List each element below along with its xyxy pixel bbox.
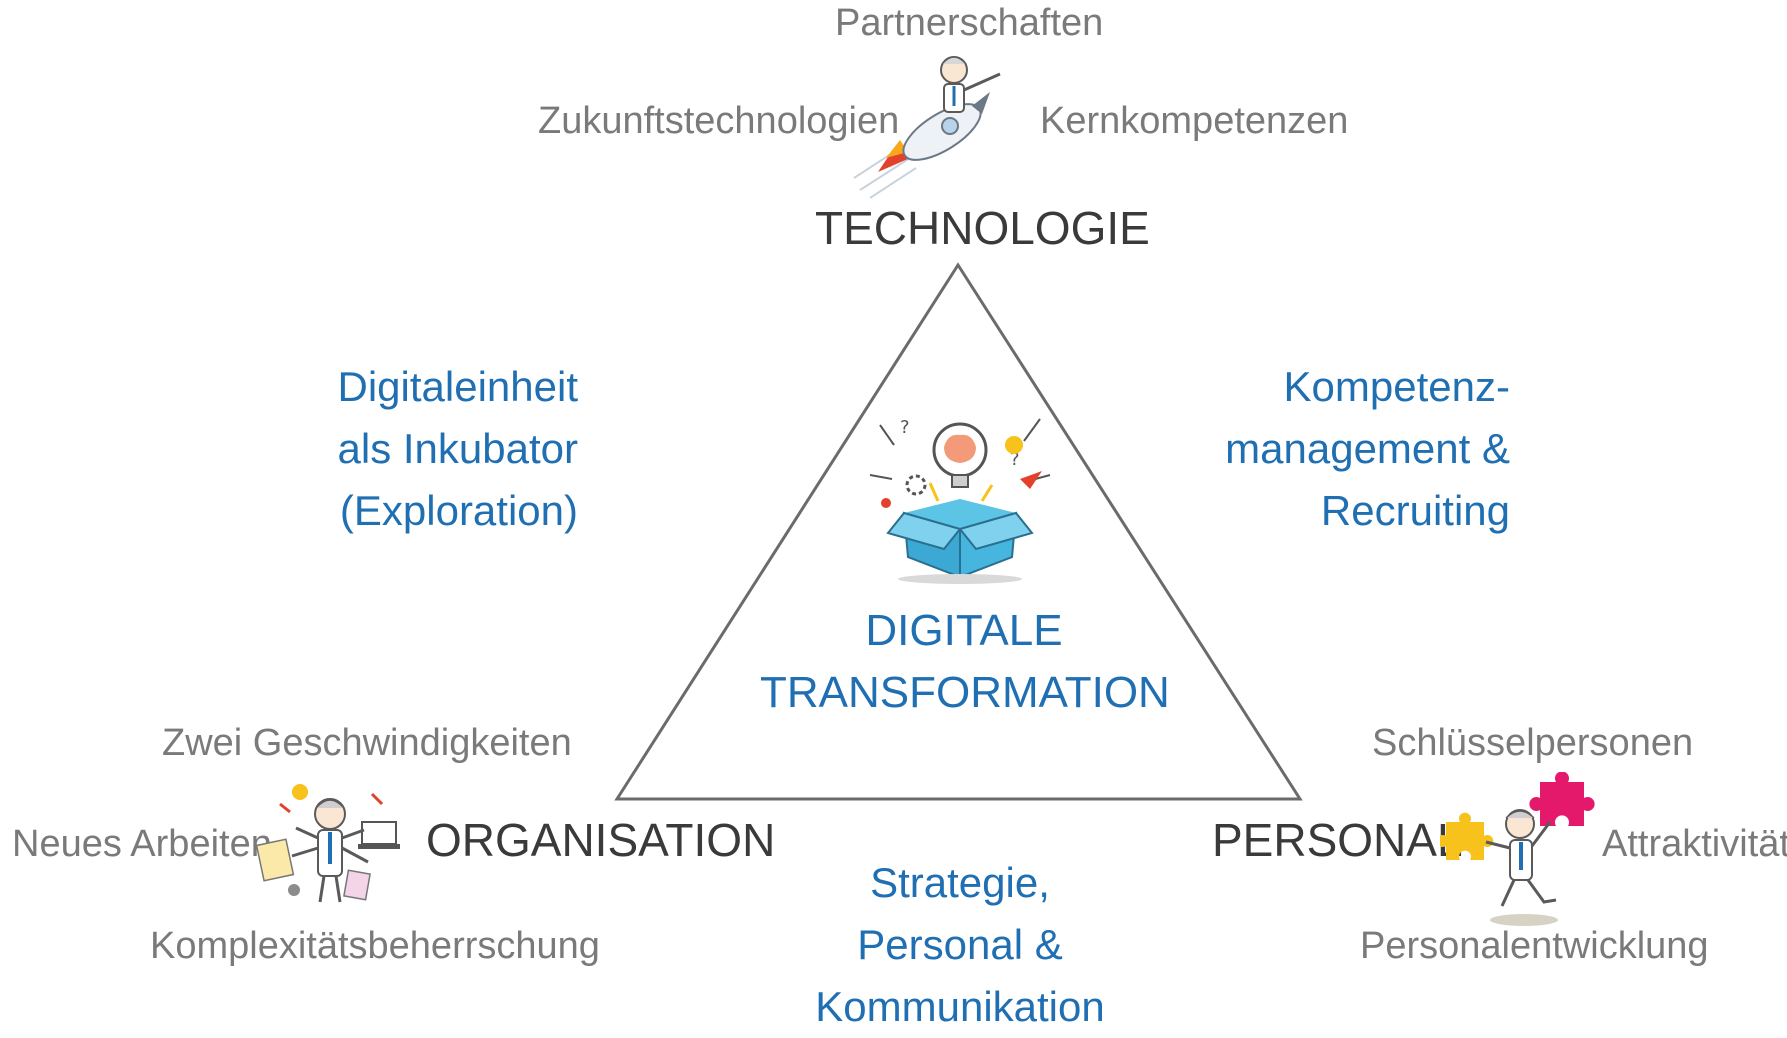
- multitasking-person-icon: [255, 784, 400, 903]
- right-item-schluesselpersonen: Schlüsselpersonen: [1372, 722, 1694, 764]
- rocket-rider-icon: [853, 56, 1001, 199]
- vertex-label-personal: PERSONAL: [1212, 814, 1463, 866]
- edge-label-right: Kompetenz- management & Recruiting: [1225, 363, 1510, 534]
- svg-text:?: ?: [1010, 449, 1020, 470]
- puzzle-person-icon: [1440, 772, 1595, 926]
- vertex-label-organisation: ORGANISATION: [426, 814, 776, 866]
- triangle-shape: [614, 262, 1303, 801]
- right-item-attraktivitaet: Attraktivität: [1602, 823, 1787, 865]
- top-item-kernkompetenzen: Kernkompetenzen: [1040, 100, 1349, 142]
- edge-label-bottom: Strategie, Personal & Kommunikation: [815, 859, 1105, 1030]
- right-item-personalentwicklung: Personalentwicklung: [1360, 925, 1709, 967]
- idea-box-icon: ? ?: [869, 417, 1051, 584]
- svg-text:?: ?: [900, 417, 910, 438]
- top-item-partnerschaften: Partnerschaften: [835, 2, 1104, 44]
- left-item-zwei-geschwindigkeiten: Zwei Geschwindigkeiten: [162, 722, 572, 764]
- left-item-komplexitaetsbeherrschung: Komplexitätsbeherrschung: [150, 925, 600, 967]
- top-item-zukunftstechnologien: Zukunftstechnologien: [538, 100, 900, 142]
- edge-label-left: Digitaleinheit als Inkubator (Exploratio…: [337, 363, 578, 534]
- center-label: DIGITALE TRANSFORMATION: [760, 606, 1170, 717]
- left-item-neues-arbeiten: Neues Arbeiten: [12, 823, 272, 865]
- vertex-label-technologie: TECHNOLOGIE: [815, 202, 1150, 254]
